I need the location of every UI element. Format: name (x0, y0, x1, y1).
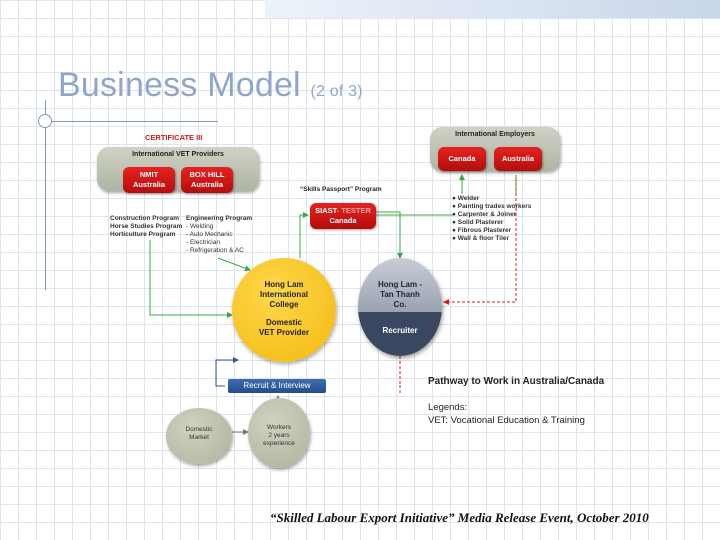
trade-tiler: Wall & floor Tiler (457, 235, 510, 242)
program-refrigeration: - Refrigeration & AC (186, 247, 244, 254)
siast-name-part2: - TESTER (336, 206, 371, 215)
legends-title: Legends: (428, 402, 468, 413)
decor-line-vertical (45, 100, 46, 290)
college-line2: International (259, 290, 308, 299)
siast-name-part1: SIAST (315, 206, 337, 215)
trade-item: ● Fibrous Plasterer (452, 227, 512, 234)
top-band (265, 0, 720, 18)
recruit-interview-box: Recruit & Interview (228, 379, 326, 393)
hong-lam-college-circle: Hong Lam International College Domestic … (232, 258, 336, 362)
boxhill-box: BOX HILL Australia (181, 167, 233, 193)
program-engineering: Engineering Program (186, 215, 253, 222)
college-line1: Hong Lam (264, 280, 304, 289)
recruiter-line1: Hong Lam - (378, 280, 422, 289)
trade-item: ● Painting trades workers (452, 203, 532, 210)
program-welding: - Welding (186, 223, 214, 230)
siast-box: SIAST- TESTER Canada (310, 203, 376, 229)
trades-list: ● Welder ● Painting trades workers ● Car… (452, 195, 531, 243)
employer-australia-box: Australia (494, 147, 542, 171)
workers-circle: Workers 2 years experience (248, 398, 310, 468)
trade-item: ● Welder (452, 195, 480, 202)
programs-left: Construction Program Horse Studies Progr… (110, 215, 182, 239)
programs-engineering: Engineering Program - Welding - Auto Mec… (186, 215, 252, 255)
program-horticulture: Horticulture Program (110, 231, 176, 238)
employer-canada-box: Canada (438, 147, 486, 171)
boxhill-country: Australia (190, 180, 224, 189)
line-interview-to-college (215, 357, 239, 387)
skills-passport-label: “Skills Passport” Program (300, 186, 382, 193)
domestic-line1: Domestic (185, 426, 213, 433)
line-employers-to-recruiter (443, 178, 517, 305)
trade-item: ● Carpenter & Joiner (452, 211, 517, 218)
domestic-market-circle: Domestic Market (166, 408, 232, 464)
program-horse: Horse Studies Program (110, 223, 183, 230)
recruiter-role: Recruiter (382, 326, 418, 335)
program-electrician: - Electrician (186, 239, 220, 246)
program-construction: Construction Program (110, 215, 179, 222)
legend-vet: VET: Vocational Education & Training (428, 415, 585, 426)
pathway-label: Pathway to Work in Australia/Canada (428, 376, 605, 387)
employers-title: International Employers (455, 131, 535, 138)
workers-line2: 2 years (268, 432, 290, 439)
boxhill-name: BOX HILL (189, 170, 225, 179)
recruiter-line3: Co. (393, 300, 407, 309)
trade-fibrous: Fibrous Plasterer (457, 227, 512, 234)
slide-title: Business Model (2 of 3) (58, 66, 363, 105)
domestic-line2: Market (189, 434, 209, 441)
recruiter-circle: Hong Lam - Tan Thanh Co. Recruiter (358, 258, 442, 356)
trade-carpenter: Carpenter & Joiner (457, 211, 517, 218)
trade-painting: Painting trades workers (457, 203, 532, 210)
siast-country: Canada (329, 216, 357, 225)
college-line3: College (269, 300, 299, 309)
footer-caption: “Skilled Labour Export Initiative” Media… (270, 510, 649, 525)
program-auto: - Auto Mechanic (186, 231, 233, 238)
trade-solid: Solid Plasterer (457, 219, 504, 226)
trade-item: ● Solid Plasterer (452, 219, 504, 226)
line-programs-to-college (149, 240, 233, 318)
siast-name: SIAST- TESTER (310, 206, 376, 216)
nmit-name: NMIT (139, 170, 159, 179)
trade-welder: Welder (457, 195, 480, 202)
decor-circle (38, 114, 52, 128)
vet-providers-title: International VET Providers (132, 151, 224, 158)
certificate-label: CERTIFICATE III (145, 133, 203, 142)
college-line4: Domestic (265, 318, 302, 327)
nmit-country: Australia (132, 180, 166, 189)
college-line5: VET Provider (258, 328, 310, 337)
employer-canada: Canada (448, 154, 476, 163)
title-subtitle: (2 of 3) (310, 83, 363, 100)
line-engineering-to-college (217, 257, 251, 272)
line-college-to-siast (299, 212, 309, 258)
trade-item: ● Wall & floor Tiler (452, 235, 510, 242)
recruiter-line2: Tan Thanh (380, 290, 420, 299)
decor-line-horizontal (38, 121, 218, 122)
workers-line3: experience (263, 440, 295, 447)
vet-providers-box: International VET Providers (97, 147, 259, 191)
employer-australia: Australia (501, 154, 535, 163)
workers-line1: Workers (266, 424, 292, 431)
title-main: Business Model (58, 66, 301, 104)
line-siast-to-recruiter (376, 211, 403, 259)
nmit-box: NMIT Australia (123, 167, 175, 193)
